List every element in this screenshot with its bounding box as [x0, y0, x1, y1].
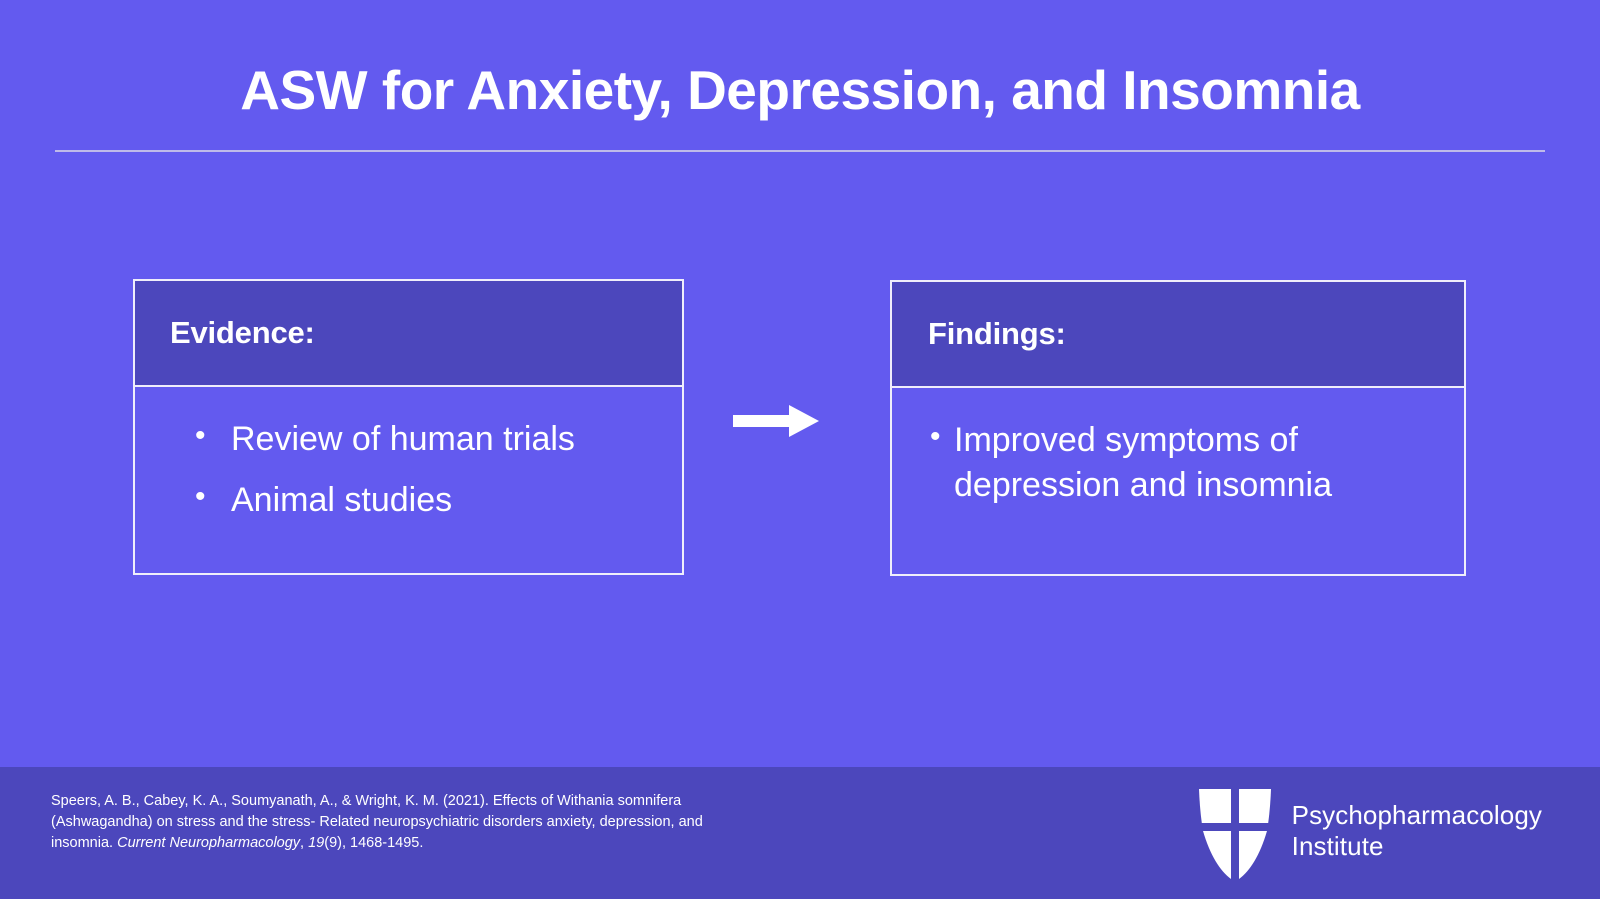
right-arrow-icon	[726, 400, 826, 442]
evidence-box-header-label: Evidence:	[170, 315, 315, 350]
brand-name: Psychopharmacology Institute	[1292, 800, 1542, 861]
list-item: Improved symptoms of depression and inso…	[912, 417, 1444, 508]
findings-box-header: Findings:	[892, 282, 1464, 388]
brand-name-line-1: Psychopharmacology	[1291, 800, 1542, 831]
page-title: ASW for Anxiety, Depression, and Insomni…	[240, 59, 1360, 121]
findings-box-body: Improved symptoms of depression and inso…	[892, 388, 1464, 574]
findings-bullet-list: Improved symptoms of depression and inso…	[912, 417, 1444, 508]
list-item: Review of human trials	[155, 416, 662, 462]
evidence-bullet-list: Review of human trials Animal studies	[155, 416, 662, 523]
evidence-box: Evidence: Review of human trials Animal …	[133, 279, 684, 575]
brand-logo: Psychopharmacology Institute	[1196, 779, 1542, 883]
citation-line-3-mid: ,	[300, 835, 309, 852]
citation-line-1: Speers, A. B., Cabey, K. A., Soumyanath,…	[51, 793, 682, 809]
citation-journal-name: Current Neuropharmacology	[117, 835, 301, 852]
evidence-box-body: Review of human trials Animal studies	[135, 387, 682, 573]
footer-bar: Speers, A. B., Cabey, K. A., Soumyanath,…	[0, 767, 1600, 899]
list-item: Animal studies	[155, 477, 662, 523]
shield-logo-icon	[1196, 779, 1274, 883]
citation-reference: Speers, A. B., Cabey, K. A., Soumyanath,…	[51, 791, 711, 854]
citation-volume: 19	[308, 835, 325, 852]
citation-line-3-suffix: (9), 1468-1495.	[324, 835, 424, 852]
evidence-box-header: Evidence:	[135, 281, 682, 387]
findings-box-header-label: Findings:	[928, 316, 1066, 351]
citation-line-3-prefix: and insomnia.	[51, 814, 703, 852]
brand-name-line-2: Institute	[1291, 831, 1384, 861]
findings-box: Findings: Improved symptoms of depressio…	[890, 280, 1466, 576]
title-divider	[55, 150, 1545, 152]
citation-line-2: (Ashwagandha) on stress and the stress- …	[51, 814, 675, 831]
